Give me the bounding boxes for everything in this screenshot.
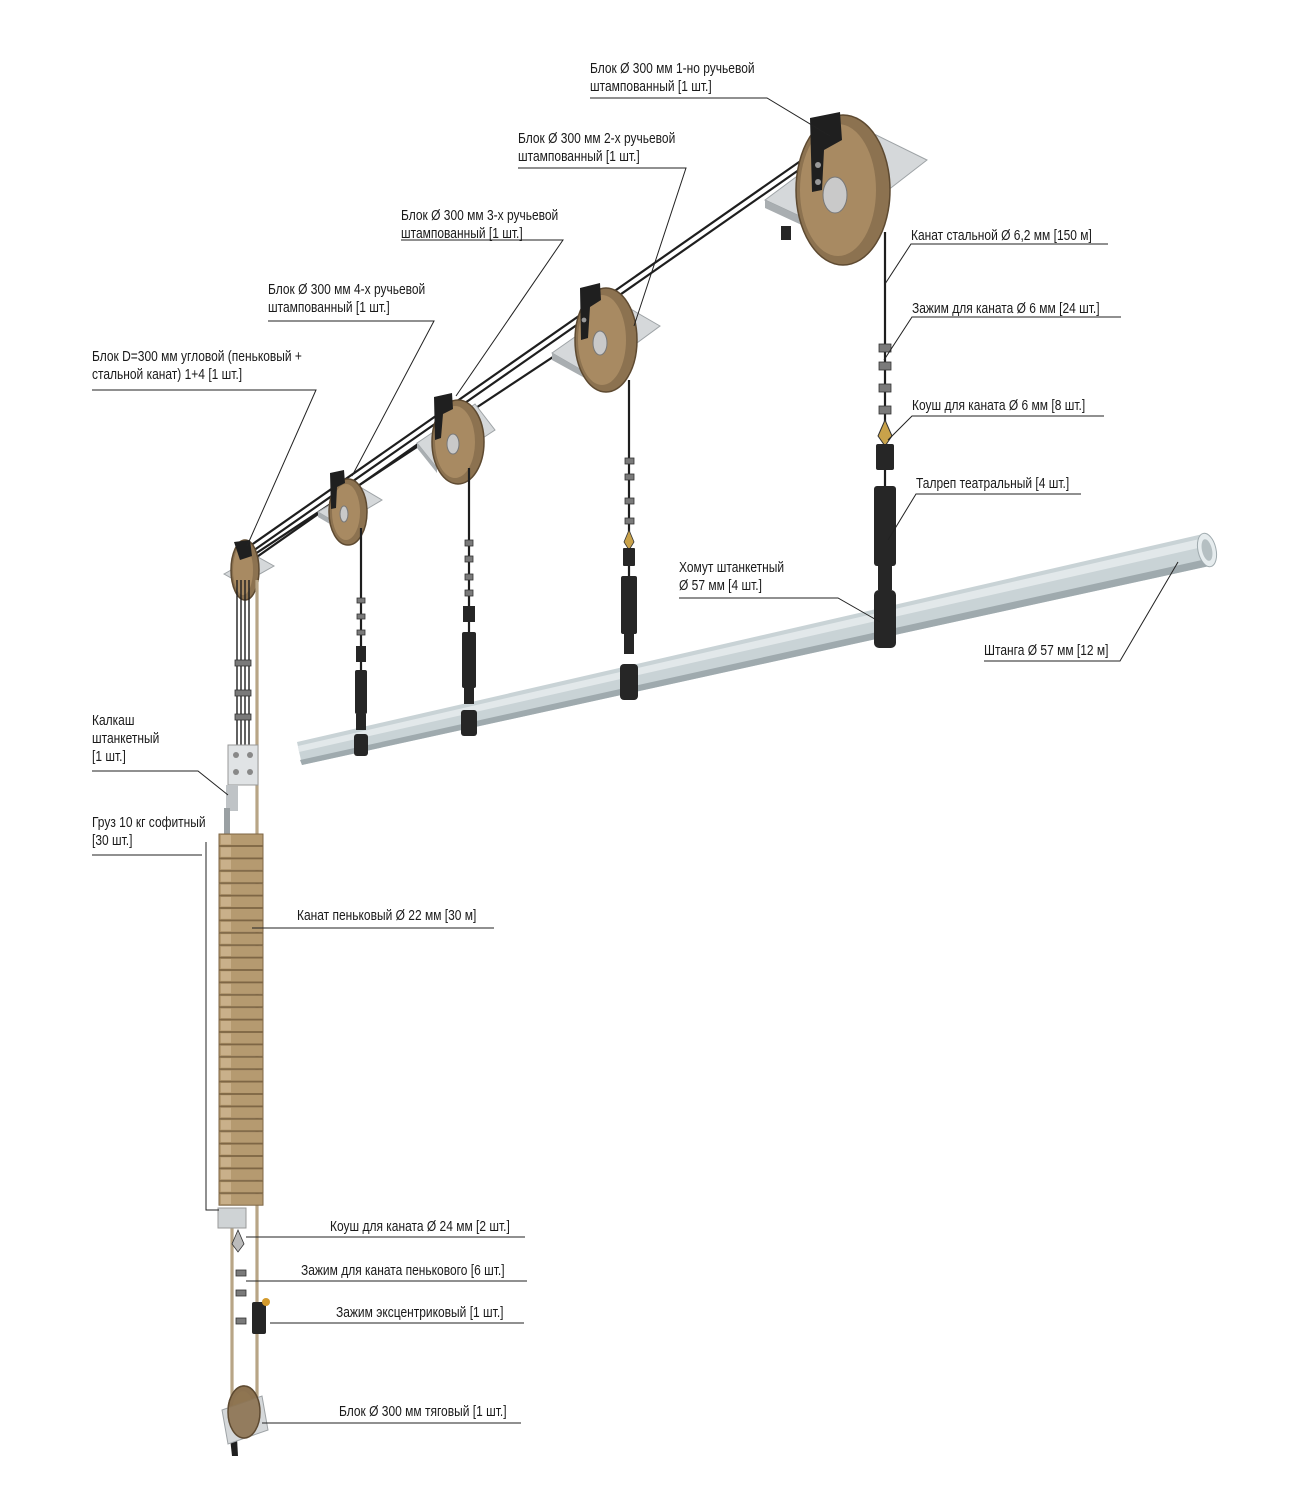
drop-1 xyxy=(874,232,896,648)
label-cam-clamp: Зажим эксцентриковый [1 шт.] xyxy=(336,1304,503,1321)
label-batten-pipe: Штанга Ø 57 мм [12 м] xyxy=(984,642,1109,659)
weight-plate xyxy=(218,1056,264,1070)
weight-plate-highlight xyxy=(221,934,231,944)
weight-plate xyxy=(218,907,264,921)
block-1-sheave xyxy=(764,112,928,266)
weight-plate-highlight xyxy=(221,971,231,981)
batten-pipe xyxy=(297,532,1218,765)
weight-plate xyxy=(218,994,264,1008)
weight-plate xyxy=(218,1118,264,1132)
label-block-2: Блок Ø 300 мм 2-х ручьевой штампованный … xyxy=(518,130,679,165)
label-arbor: Калкаш штанкетный [1 шт.] xyxy=(92,712,163,765)
weight-plate-highlight xyxy=(221,983,231,994)
weights-stack xyxy=(218,833,264,1206)
lower-fittings xyxy=(217,1207,270,1456)
weight-plate-highlight xyxy=(221,1182,231,1192)
weight-plate xyxy=(218,920,264,933)
weight-plate-highlight xyxy=(221,1132,231,1142)
arbor-body xyxy=(224,744,259,834)
weight-plate xyxy=(218,1093,264,1107)
weight-plate-highlight xyxy=(221,1033,231,1043)
weight-plate-highlight xyxy=(221,996,231,1006)
block-2-sheave xyxy=(551,283,661,393)
weight-plate-highlight xyxy=(221,1021,231,1031)
weight-plate xyxy=(218,1155,264,1169)
weight-plate xyxy=(218,870,264,884)
block-3-sheave xyxy=(416,393,496,485)
drop-3 xyxy=(461,468,477,736)
weight-plate-highlight xyxy=(221,1095,231,1105)
weight-plate-highlight xyxy=(221,921,231,932)
weight-plate-highlight xyxy=(221,1045,231,1056)
drop-2 xyxy=(620,380,638,700)
weight-plate xyxy=(218,982,264,995)
label-block-4: Блок Ø 300 мм 4-х ручьевой штампованный … xyxy=(268,281,429,316)
weight-plate-highlight xyxy=(221,1107,231,1118)
weight-plate xyxy=(218,883,264,896)
weight-plate-highlight xyxy=(221,1157,231,1167)
weight-plate-highlight xyxy=(221,1058,231,1068)
weight-plate-highlight xyxy=(221,884,231,894)
weight-plate-highlight xyxy=(221,1008,231,1018)
corner-block-sheave xyxy=(222,539,276,601)
weight-plate xyxy=(218,858,264,871)
weight-plate-highlight xyxy=(221,1194,231,1204)
weight-plate xyxy=(218,969,264,983)
weight-plate-highlight xyxy=(221,847,231,857)
weight-plate-highlight xyxy=(221,1169,231,1180)
weight-plate-highlight xyxy=(221,1083,231,1093)
label-block-1: Блок Ø 300 мм 1-но ручьевой штампованный… xyxy=(590,60,758,95)
weight-plate xyxy=(218,833,264,847)
label-hemp-clamp: Зажим для каната пенькового [6 шт.] xyxy=(301,1262,505,1279)
weight-plate xyxy=(218,1069,264,1082)
weight-plate xyxy=(218,895,264,909)
weight-plate-highlight xyxy=(221,1070,231,1080)
weight-plate-highlight xyxy=(221,1120,231,1130)
weight-plate-highlight xyxy=(221,946,231,956)
weight-plate xyxy=(218,1007,264,1020)
leader-lines xyxy=(92,97,1179,1424)
label-turnbuckle: Талреп театральный [4 шт.] xyxy=(916,475,1069,492)
weight-plate xyxy=(218,1106,264,1119)
weight-plate xyxy=(218,1044,264,1057)
label-weight: Груз 10 кг софитный [30 шт.] xyxy=(92,814,209,849)
weight-plate xyxy=(218,1081,264,1095)
label-batten-clamp: Хомут штанкетный Ø 57 мм [4 шт.] xyxy=(679,559,787,594)
weight-plate-highlight xyxy=(221,872,231,882)
weight-plate xyxy=(218,1131,264,1144)
block-4-sheave xyxy=(317,470,383,546)
drop-4 xyxy=(354,528,368,756)
weight-plate xyxy=(218,1193,264,1206)
weight-plate xyxy=(218,845,264,859)
weight-plate xyxy=(218,945,264,958)
label-hemp-rope: Канат пеньковый Ø 22 мм [30 м] xyxy=(297,907,476,924)
label-steel-rope: Канат стальной Ø 6,2 мм [150 м] xyxy=(911,227,1092,244)
weight-plate-highlight xyxy=(221,897,231,907)
weight-plate xyxy=(218,932,264,946)
label-rope-clamp-6: Зажим для каната Ø 6 мм [24 шт.] xyxy=(912,300,1100,317)
weight-plate xyxy=(218,957,264,971)
weight-plate xyxy=(218,1019,264,1033)
label-corner-block: Блок D=300 мм угловой (пеньковый + сталь… xyxy=(92,348,305,383)
labels: Блок Ø 300 мм 1-но ручьевой штампованный… xyxy=(92,60,1109,1420)
weight-plate xyxy=(218,1031,264,1045)
weight-plate xyxy=(218,1180,264,1194)
weight-plate xyxy=(218,1168,264,1181)
weight-plate xyxy=(218,1143,264,1157)
weight-plate-highlight xyxy=(221,959,231,969)
weight-plate-highlight xyxy=(221,835,231,845)
weight-plate-highlight xyxy=(221,859,231,870)
label-pull-block: Блок Ø 300 мм тяговый [1 шт.] xyxy=(339,1403,507,1420)
label-thimble-6: Коуш для каната Ø 6 мм [8 шт.] xyxy=(912,397,1085,414)
label-thimble-24: Коуш для каната Ø 24 мм [2 шт.] xyxy=(330,1218,510,1235)
label-block-3: Блок Ø 300 мм 3-х ручьевой штампованный … xyxy=(401,207,562,242)
weight-plate-highlight xyxy=(221,909,231,919)
weight-plate-highlight xyxy=(221,1145,231,1155)
